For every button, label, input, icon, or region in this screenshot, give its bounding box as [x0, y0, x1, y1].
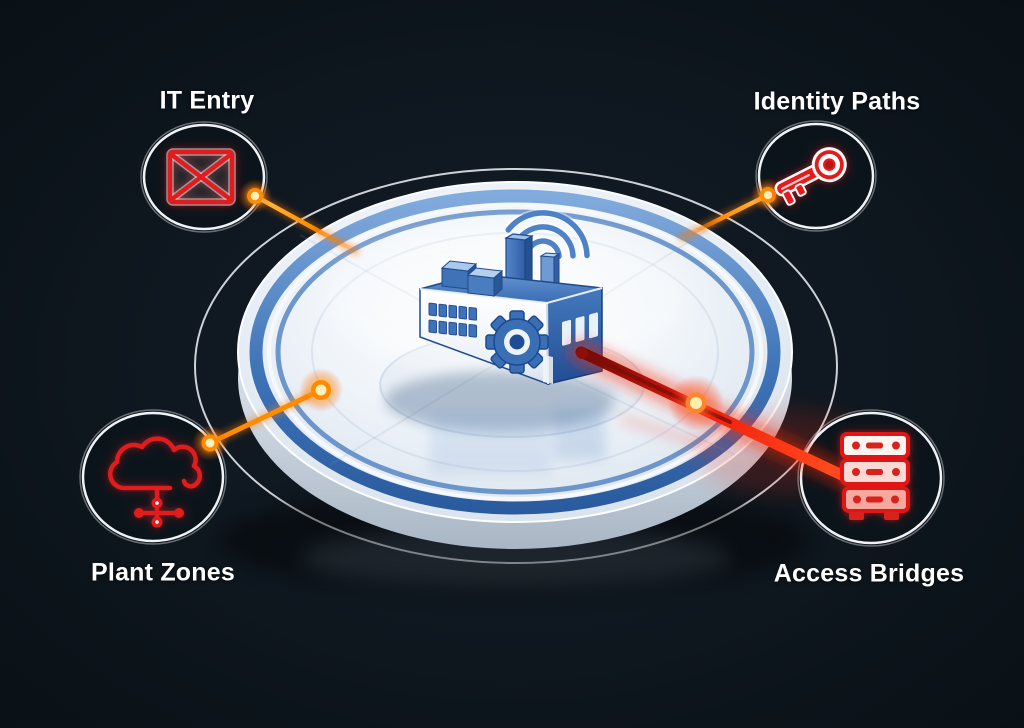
rooftop-boxes [440, 260, 504, 298]
envelope-icon [166, 148, 236, 206]
factory-door [543, 355, 553, 384]
node-circle-plant-zones [79, 409, 227, 545]
platform-white-line [267, 203, 763, 501]
server-stack-icon [840, 432, 910, 520]
platform-underlight [300, 528, 730, 588]
gear-icon [485, 310, 549, 374]
label-it-entry: IT Entry [159, 86, 255, 115]
connector-plant-zones [192, 368, 343, 461]
label-plant-zones: Plant Zones [91, 558, 235, 587]
wifi-signal-icon [503, 208, 592, 261]
factory-right-windows [562, 312, 598, 346]
factory-reflection [430, 408, 718, 474]
label-access-bridges: Access Bridges [773, 559, 965, 588]
connector-access-bridges-beam [568, 339, 859, 490]
connector-it-entry [238, 179, 360, 256]
key-icon [774, 147, 847, 206]
factory-windows-grid [428, 302, 477, 338]
factory-icon [385, 208, 718, 474]
factory-building [419, 260, 603, 386]
platform-blue-band [249, 189, 781, 515]
cloud-network-icon [107, 436, 202, 528]
label-identity-paths: Identity Paths [753, 87, 921, 116]
platform-inner-blue-line [275, 209, 755, 495]
